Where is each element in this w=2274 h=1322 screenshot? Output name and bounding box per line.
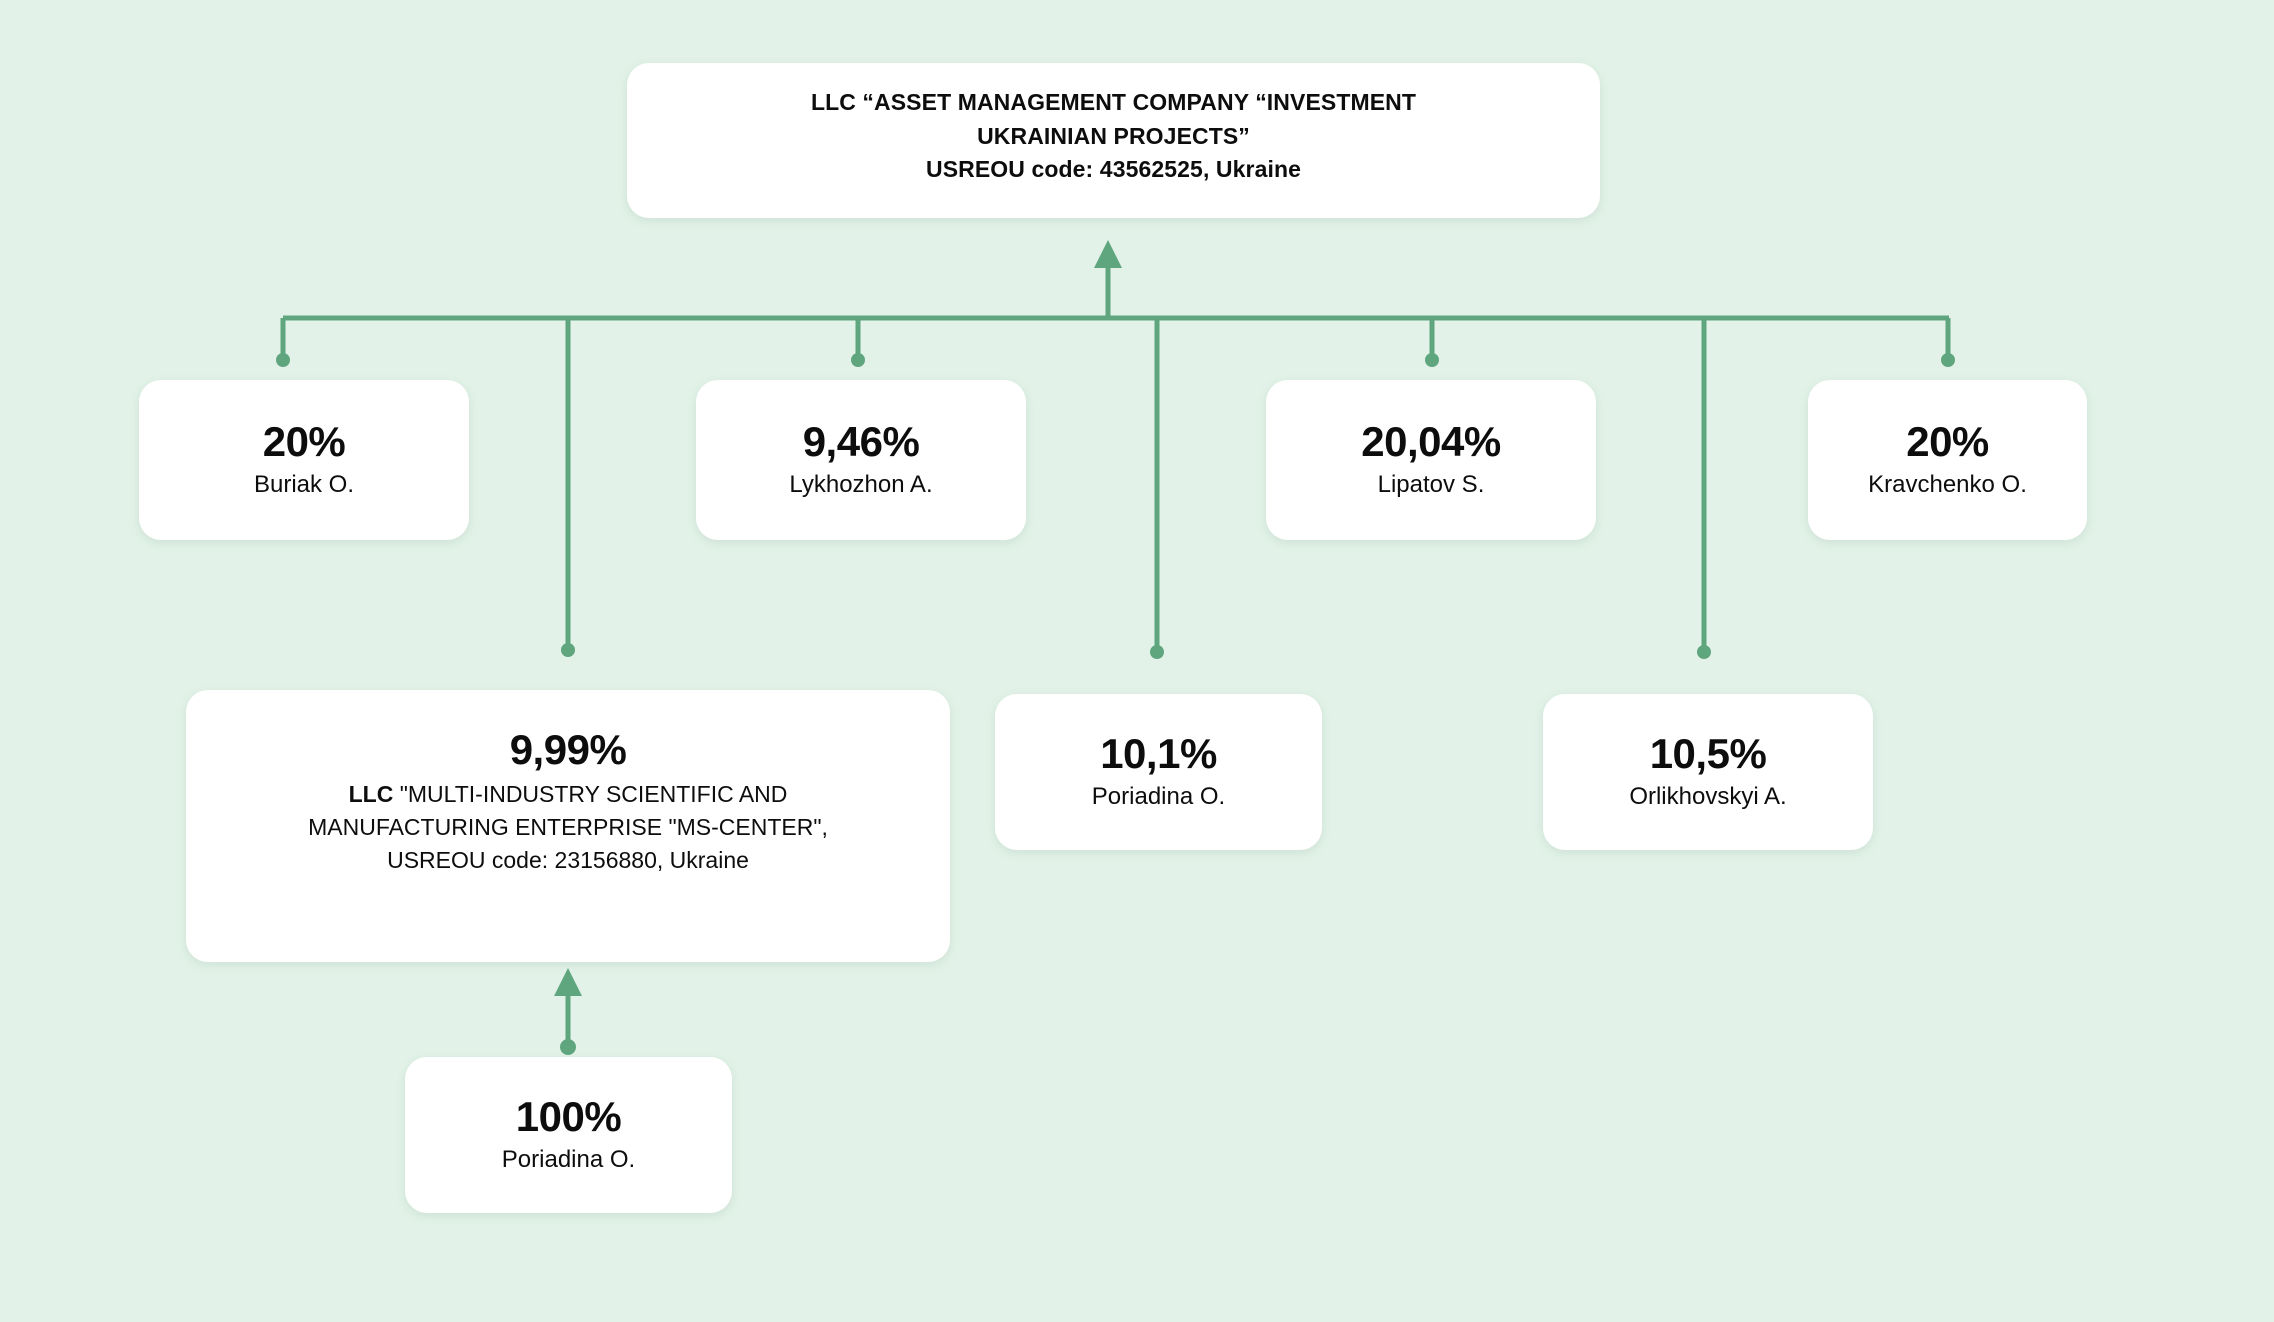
node-shareholder-poriadina[interactable]: 10,1% Poriadina O. bbox=[995, 694, 1322, 850]
root-company-line-1: LLC “ASSET MANAGEMENT COMPANY “INVESTMEN… bbox=[810, 89, 1417, 116]
share-percent: 20% bbox=[262, 418, 346, 466]
dot-lipatov bbox=[1425, 353, 1439, 367]
node-root-company[interactable]: LLC “ASSET MANAGEMENT COMPANY “INVESTMEN… bbox=[627, 63, 1600, 218]
share-percent: 20,04% bbox=[1361, 418, 1501, 466]
node-ms-center-owner-poriadina[interactable]: 100% Poriadina O. bbox=[405, 1057, 732, 1213]
dot-orlikhovskyi bbox=[1697, 645, 1711, 659]
dot-kravchenko bbox=[1941, 353, 1955, 367]
arrowhead-mscenter bbox=[554, 968, 582, 996]
dot-lykhozhon bbox=[851, 353, 865, 367]
share-percent: 9,46% bbox=[802, 418, 920, 466]
shareholder-name: Poriadina O. bbox=[501, 1145, 636, 1173]
share-percent: 10,5% bbox=[1649, 730, 1767, 778]
dot-mscenter bbox=[561, 643, 575, 657]
node-shareholder-kravchenko[interactable]: 20% Kravchenko O. bbox=[1808, 380, 2087, 540]
dot-buriak bbox=[276, 353, 290, 367]
dot-poriadina2 bbox=[560, 1039, 576, 1055]
node-shareholder-buriak[interactable]: 20% Buriak O. bbox=[139, 380, 469, 540]
shareholder-name: Orlikhovskyi A. bbox=[1629, 782, 1787, 810]
shareholder-name: Buriak O. bbox=[253, 470, 355, 498]
ms-center-usreou: USREOU code: 23156880, Ukraine bbox=[387, 846, 749, 873]
share-percent: 100% bbox=[515, 1093, 622, 1141]
ms-center-name-part-1: "MULTI-INDUSTRY SCIENTIFIC AND bbox=[393, 780, 788, 807]
root-company-usreou: USREOU code: 43562525, Ukraine bbox=[925, 156, 1301, 183]
shareholder-name: Poriadina O. bbox=[1091, 782, 1226, 810]
share-percent: 9,99% bbox=[509, 726, 627, 773]
node-shareholder-lipatov[interactable]: 20,04% Lipatov S. bbox=[1266, 380, 1596, 540]
arrowhead-root bbox=[1094, 240, 1122, 268]
dot-poriadina1 bbox=[1150, 645, 1164, 659]
ms-center-legal-form: LLC bbox=[348, 780, 394, 807]
node-shareholder-orlikhovskyi[interactable]: 10,5% Orlikhovskyi A. bbox=[1543, 694, 1873, 850]
shareholder-name: Lipatov S. bbox=[1377, 470, 1485, 498]
shareholder-name: Lykhozhon A. bbox=[789, 470, 933, 498]
ms-center-line-2: MANUFACTURING ENTERPRISE "MS-CENTER", bbox=[308, 813, 828, 840]
node-company-ms-center[interactable]: 9,99% LLC "MULTI-INDUSTRY SCIENTIFIC AND… bbox=[186, 690, 950, 962]
share-percent: 10,1% bbox=[1100, 730, 1217, 778]
node-shareholder-lykhozhon[interactable]: 9,46% Lykhozhon A. bbox=[696, 380, 1026, 540]
root-company-line-2: UKRAINIAN PROJECTS” bbox=[977, 122, 1250, 149]
ms-center-line-1: LLC "MULTI-INDUSTRY SCIENTIFIC AND bbox=[349, 778, 788, 811]
shareholder-name: Kravchenko O. bbox=[1868, 470, 2027, 498]
share-percent: 20% bbox=[1906, 418, 1989, 466]
